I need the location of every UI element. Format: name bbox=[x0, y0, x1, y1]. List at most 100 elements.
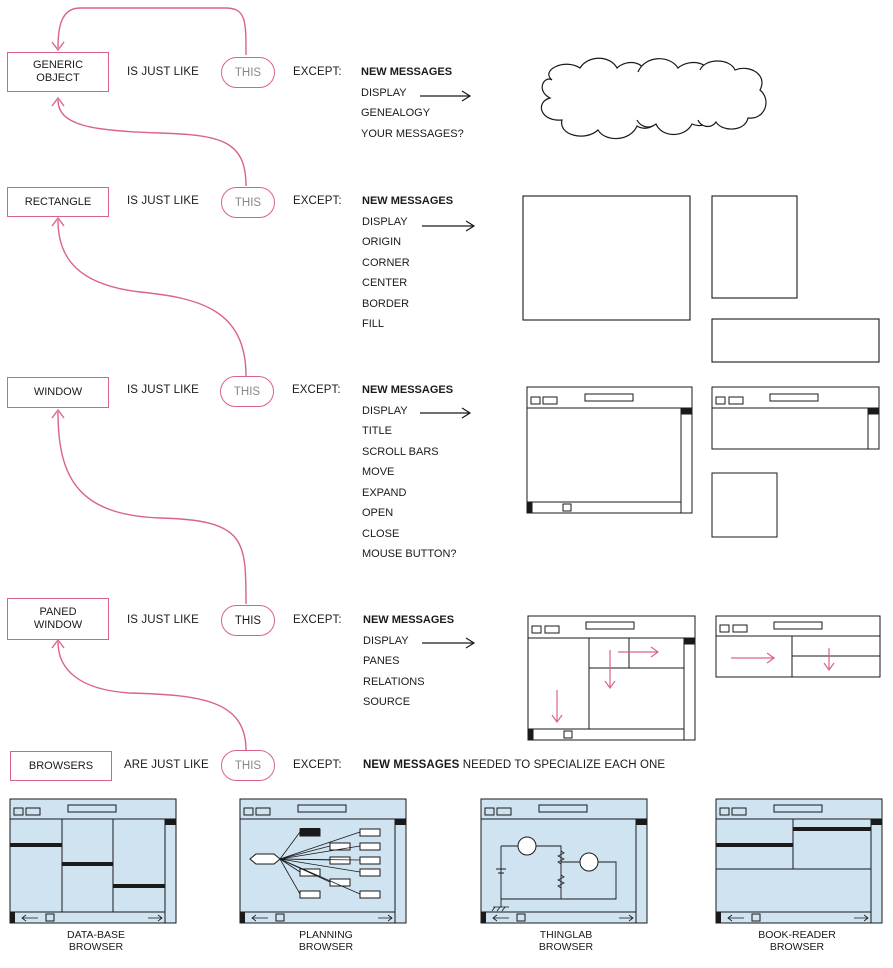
tree-edge bbox=[279, 858, 361, 895]
messages-tail: NEEDED TO SPECIALIZE EACH ONE bbox=[462, 759, 666, 771]
scroll-thumb bbox=[481, 912, 486, 923]
message-item: CORNER bbox=[362, 256, 410, 269]
message-item: OPEN bbox=[362, 507, 394, 519]
class-name-line: GENERIC bbox=[32, 59, 84, 72]
message-item: DISPLAY bbox=[362, 404, 408, 417]
message-item: DISPLAY bbox=[363, 634, 409, 647]
this-pill: THIS bbox=[221, 605, 275, 636]
connector-browsers-arrowhead bbox=[51, 638, 65, 649]
scroll-thumb bbox=[716, 912, 721, 923]
selection-bar bbox=[10, 843, 62, 847]
browser-frame bbox=[9, 798, 177, 924]
arrow-right-icon bbox=[422, 220, 476, 232]
class-name-line: BROWSERS bbox=[28, 759, 94, 772]
tree-edge bbox=[279, 858, 361, 861]
caption-line: THINGLAB bbox=[539, 929, 593, 941]
caption-line: BROWSER bbox=[538, 940, 594, 953]
rect-example-large bbox=[522, 195, 691, 321]
scroll-box bbox=[45, 913, 55, 922]
rect-example-square bbox=[711, 195, 798, 299]
scroll-thumb bbox=[395, 819, 406, 825]
this-pill: THIS bbox=[221, 750, 275, 781]
close-icon bbox=[243, 807, 254, 816]
scroll-thumb bbox=[636, 819, 647, 825]
class-name-line: OBJECT bbox=[36, 72, 80, 84]
browser-frame bbox=[715, 798, 883, 924]
selection-bar bbox=[716, 843, 793, 847]
title-field bbox=[297, 804, 347, 813]
arrow-right-icon bbox=[422, 637, 476, 649]
title-field bbox=[67, 804, 117, 813]
caption-line: BROWSER bbox=[769, 940, 825, 953]
message-item: CLOSE bbox=[362, 527, 400, 540]
relation-label: IS JUST LIKE bbox=[127, 66, 199, 78]
battery-icon bbox=[496, 868, 506, 874]
tree-node bbox=[329, 842, 351, 851]
connector-rect bbox=[57, 99, 247, 187]
message-item: DISPLAY bbox=[361, 86, 407, 99]
message-item: YOUR MESSAGES? bbox=[361, 127, 464, 140]
message-item: ORIGIN bbox=[362, 236, 402, 248]
tree-node bbox=[359, 890, 381, 899]
messages-header: NEW MESSAGES bbox=[363, 614, 455, 626]
class-name-line: WINDOW bbox=[33, 386, 83, 399]
expand-icon bbox=[25, 807, 41, 816]
expand-icon bbox=[731, 807, 747, 816]
close-icon bbox=[719, 807, 730, 816]
caption-line: BROWSER bbox=[68, 940, 124, 953]
this-pill: THIS bbox=[221, 187, 275, 218]
relation-label: IS JUST LIKE bbox=[127, 195, 199, 207]
scroll-box bbox=[516, 913, 526, 922]
close-icon bbox=[13, 807, 24, 816]
message-item: SOURCE bbox=[363, 696, 411, 708]
connector-paned bbox=[57, 411, 247, 605]
tree-node-selected bbox=[300, 828, 320, 836]
message-item: GENEALOGY bbox=[361, 107, 431, 119]
tree-edge bbox=[279, 858, 361, 873]
ground-icon bbox=[491, 906, 509, 912]
scroll-thumb bbox=[240, 912, 245, 923]
relation-label: IS JUST LIKE bbox=[127, 384, 199, 396]
scroll-box bbox=[751, 913, 761, 922]
connector-top-arrowhead bbox=[51, 41, 65, 52]
scroll-arrow-icon bbox=[854, 914, 869, 922]
tree-node bbox=[329, 878, 351, 887]
tree-node bbox=[359, 842, 381, 851]
scroll-box bbox=[275, 913, 285, 922]
relation-label: ARE JUST LIKE bbox=[124, 759, 209, 771]
connector-paned-arrowhead bbox=[51, 408, 65, 419]
tree-edge bbox=[279, 845, 331, 860]
connector-rect-arrowhead bbox=[51, 96, 65, 107]
selection-bar bbox=[62, 862, 113, 866]
scroll-arrow-icon bbox=[148, 914, 163, 922]
message-item: PANES bbox=[363, 655, 400, 667]
tree-node bbox=[359, 868, 381, 877]
caption-line: PLANNING bbox=[299, 929, 353, 941]
message-item: CENTER bbox=[362, 277, 408, 289]
browser-frame bbox=[480, 798, 648, 924]
except-label: EXCEPT: bbox=[292, 384, 341, 396]
message-item: TITLE bbox=[362, 425, 392, 437]
messages-list-paned: NEW MESSAGES DISPLAY PANES RELATIONS SOU… bbox=[363, 610, 454, 713]
scroll-arrow-icon bbox=[727, 914, 744, 922]
messages-header: NEW MESSAGES bbox=[362, 384, 454, 396]
tree-node bbox=[359, 828, 381, 837]
tree-node bbox=[359, 856, 381, 865]
arrow-right-icon bbox=[420, 407, 472, 419]
scroll-thumb bbox=[165, 819, 176, 825]
messages-header: NEW MESSAGES bbox=[363, 759, 460, 771]
scroll-arrow-icon bbox=[378, 914, 393, 922]
tree-root-node bbox=[249, 853, 281, 865]
messages-header: NEW MESSAGES bbox=[361, 66, 453, 78]
class-box-window: WINDOW bbox=[7, 377, 109, 408]
rect-example-wide bbox=[711, 318, 880, 363]
relation-label: IS JUST LIKE bbox=[127, 614, 199, 626]
tree-edge bbox=[279, 831, 361, 860]
title-field bbox=[773, 804, 823, 813]
